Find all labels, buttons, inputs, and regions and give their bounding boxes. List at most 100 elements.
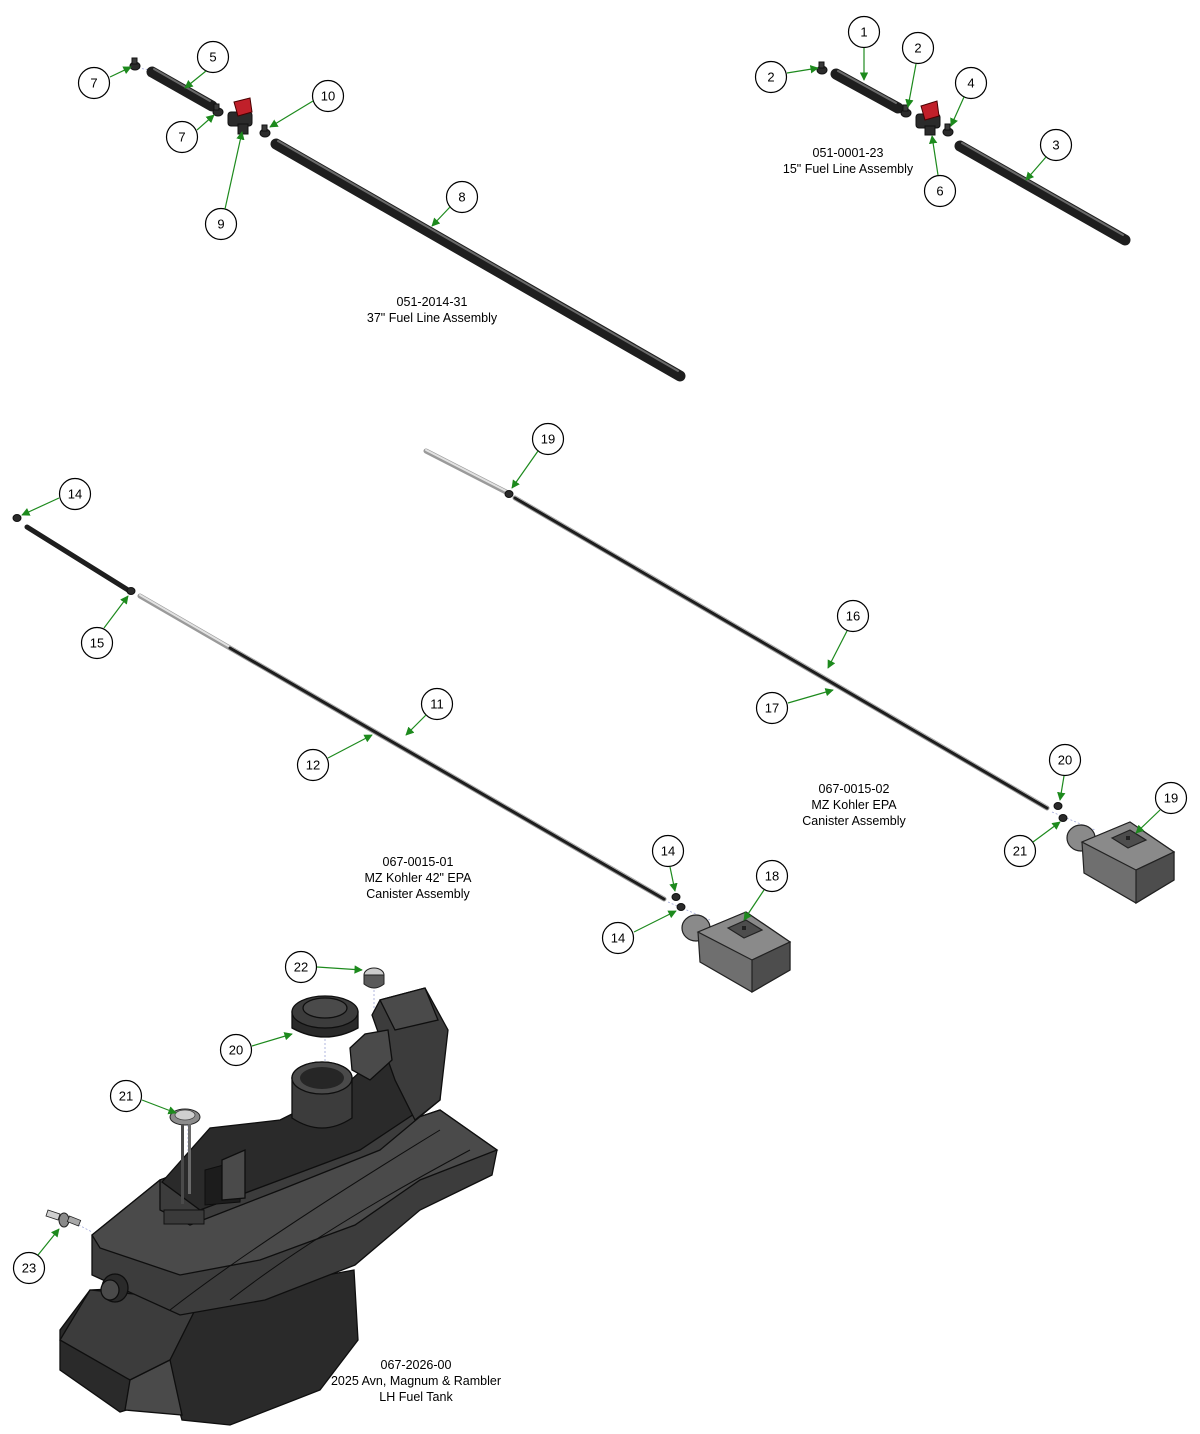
vent-valve-22: [363, 967, 385, 989]
callout-15[interactable]: 15: [80, 626, 114, 660]
shutoff-valve-4: [915, 100, 941, 136]
fuel-cap-20: [291, 995, 359, 1038]
fuel-line-15-name: 15" Fuel Line Assembly: [783, 162, 914, 176]
svg-text:7: 7: [90, 76, 97, 91]
canister-42-name-line2: Canister Assembly: [366, 887, 470, 901]
svg-text:16: 16: [846, 609, 860, 624]
callout-4[interactable]: 6: [923, 174, 957, 208]
callout-21[interactable]: 21: [109, 1079, 143, 1113]
callout-23[interactable]: 23: [12, 1251, 46, 1285]
callout-2-right[interactable]: 2: [901, 31, 935, 65]
fuel-tank-part-number: 067-2026-00: [381, 1358, 452, 1372]
callout-19-top[interactable]: 19: [531, 422, 565, 456]
connector-15: [126, 587, 136, 595]
callout-20[interactable]: 20: [219, 1033, 253, 1067]
hose-clamp-5: [942, 123, 954, 137]
callout-14-upper[interactable]: 14: [651, 834, 685, 868]
fuel-tank-assembly: 22 20 21 23 067-2026-00 2025 Avn, Magnum…: [12, 950, 501, 1426]
svg-text:2: 2: [767, 70, 774, 85]
vent-hose-15: [24, 524, 131, 593]
hose-clamp-10: [259, 124, 271, 138]
shutoff-valve-9: [227, 97, 253, 135]
callout-17[interactable]: 17: [755, 691, 789, 725]
callout-14-lower[interactable]: 14: [601, 921, 635, 955]
fuel-tank-body: [59, 987, 499, 1426]
hose-clamp-14-mid: [671, 893, 686, 911]
svg-text:19: 19: [541, 432, 555, 447]
hose-clamp-2-right: [900, 104, 912, 118]
canister-name-line1: MZ Kohler EPA: [811, 798, 897, 812]
callout-11[interactable]: 11: [420, 687, 454, 721]
long-hose-8: [270, 138, 686, 382]
svg-text:21: 21: [1013, 844, 1027, 859]
callout-16[interactable]: 16: [836, 599, 870, 633]
svg-text:19: 19: [1164, 791, 1178, 806]
svg-text:15: 15: [90, 636, 104, 651]
canister-name-line2: Canister Assembly: [802, 814, 906, 828]
callout-6[interactable]: 5: [196, 40, 230, 74]
hose-clamp-7-lower: [212, 103, 224, 117]
fitting-23: [45, 1209, 82, 1228]
sender-gauge-21: [163, 1108, 205, 1225]
svg-text:23: 23: [22, 1261, 36, 1276]
callout-19-mid[interactable]: 20: [1048, 743, 1082, 777]
callout-13[interactable]: 18: [755, 859, 789, 893]
fuel-line-37-name: 37" Fuel Line Assembly: [367, 311, 498, 325]
fuel-line-15-part-number: 051-0001-23: [813, 146, 884, 160]
hose-clamp-14-top: [12, 514, 22, 522]
fuel-tank-name-line2: LH Fuel Tank: [379, 1390, 453, 1404]
short-hose-6: [146, 66, 218, 112]
callout-8[interactable]: 8: [445, 180, 479, 214]
svg-text:11: 11: [430, 697, 444, 712]
hose-3: [954, 140, 1131, 246]
svg-text:10: 10: [321, 89, 335, 104]
hose-clamp-19: [1053, 802, 1068, 822]
callout-10[interactable]: 10: [311, 79, 345, 113]
canister-42-name-line1: MZ Kohler 42" EPA: [364, 871, 472, 885]
evap-canister-18: [1066, 821, 1176, 905]
fuel-line-37-part-number: 051-2014-31: [397, 295, 468, 309]
callout-14-top[interactable]: 14: [58, 477, 92, 511]
canister-part-number: 067-0015-02: [819, 782, 890, 796]
canister-42-part-number: 067-0015-01: [383, 855, 454, 869]
callout-22[interactable]: 22: [284, 950, 318, 984]
svg-text:21: 21: [119, 1089, 133, 1104]
hose-clamp-7-top: [129, 57, 141, 71]
svg-text:5: 5: [209, 50, 216, 65]
svg-text:14: 14: [611, 931, 625, 946]
svg-text:9: 9: [217, 217, 224, 232]
svg-text:12: 12: [306, 758, 320, 773]
svg-text:6: 6: [936, 184, 943, 199]
svg-text:4: 4: [967, 76, 974, 91]
fuel-tank-name-line1: 2025 Avn, Magnum & Rambler: [331, 1374, 501, 1388]
callout-7-top[interactable]: 7: [77, 66, 111, 100]
callout-19-lower[interactable]: 21: [1003, 834, 1037, 868]
hose-clamp-2-left: [816, 61, 828, 75]
svg-text:17: 17: [765, 701, 779, 716]
fuel-line-37-assembly: 7 5 7 10 9 8 051-2014-31 37" Fuel Line A…: [77, 40, 686, 382]
callout-9[interactable]: 9: [204, 207, 238, 241]
canister-42-assembly: 14 15 11 12 14 14 18 067-0015-01 MZ Kohl…: [12, 477, 792, 994]
callout-2-left[interactable]: 2: [754, 60, 788, 94]
hose-1: [830, 68, 904, 114]
callout-7-lower[interactable]: 7: [165, 120, 199, 154]
svg-text:18: 18: [765, 869, 779, 884]
svg-text:20: 20: [229, 1043, 243, 1058]
callout-12[interactable]: 12: [296, 748, 330, 782]
svg-text:22: 22: [294, 960, 308, 975]
callout-3[interactable]: 3: [1039, 128, 1073, 162]
evap-canister-13: [681, 911, 792, 994]
svg-text:8: 8: [458, 190, 465, 205]
canister-assembly: 19 16 17 20 21 19 067-0015-02 MZ Kohler …: [423, 422, 1188, 905]
callout-1[interactable]: 1: [847, 15, 881, 49]
svg-text:3: 3: [1052, 138, 1059, 153]
svg-text:1: 1: [860, 25, 867, 40]
vent-hose-11-12: [137, 593, 667, 902]
svg-text:14: 14: [661, 844, 675, 859]
callout-18[interactable]: 19: [1154, 781, 1188, 815]
svg-text:2: 2: [914, 41, 921, 56]
svg-text:14: 14: [68, 487, 82, 502]
svg-text:7: 7: [178, 130, 185, 145]
callout-5[interactable]: 4: [954, 66, 988, 100]
